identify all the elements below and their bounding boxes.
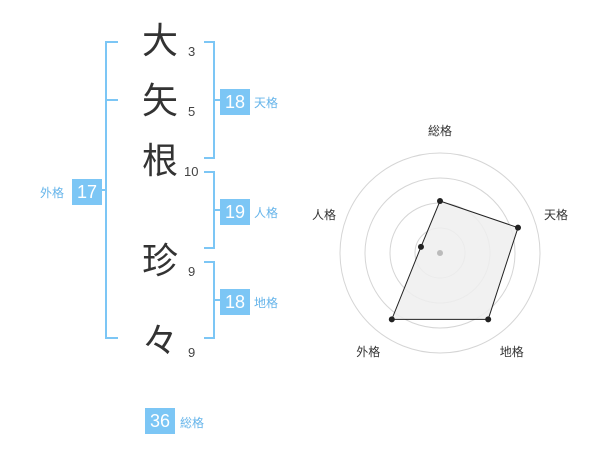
radar-point-3 (485, 316, 492, 323)
gaikaku-badge: 17 (72, 179, 102, 205)
radar-axis-label-2: 天格 (544, 208, 569, 223)
radar-point-1 (437, 198, 443, 204)
stroke-count-2: 5 (188, 104, 196, 119)
stroke-count-1: 3 (188, 44, 196, 59)
radar-point-5 (417, 243, 424, 250)
tenkaku-badge: 18 (220, 89, 250, 115)
chikaku-label: 地格 (254, 296, 279, 310)
gaikaku-label: 外格 (40, 186, 65, 200)
chikaku-bracket (204, 261, 220, 339)
name-char-5: 々 (141, 321, 178, 362)
radar-value-polygon (391, 200, 519, 320)
radar-point-4 (388, 316, 395, 323)
stroke-count-3: 10 (184, 164, 199, 179)
tenkaku-label: 天格 (254, 96, 279, 110)
name-char-4: 珍 (141, 241, 178, 282)
name-char-1: 大 (141, 21, 178, 62)
stroke-count-5: 9 (188, 345, 196, 360)
radar-axis-label-4: 外格 (356, 344, 381, 359)
radar-axis-label-3: 地格 (499, 344, 524, 359)
name-char-3: 根 (141, 141, 178, 182)
jinkaku-badge: 19 (220, 199, 250, 225)
radar-ring-4 (339, 152, 541, 354)
jinkaku-label: 人格 (254, 206, 279, 220)
radar-ring-3 (364, 177, 516, 329)
radar-point-2 (514, 224, 521, 231)
tenkaku-bracket (204, 41, 220, 159)
name-char-2: 矢 (141, 81, 178, 122)
radar-axis-label-1: 総格 (428, 124, 453, 138)
soukaku-label: 総格 (180, 416, 205, 430)
radar-center-dot (437, 250, 443, 256)
chikaku-badge: 18 (220, 289, 250, 315)
stroke-count-4: 9 (188, 264, 196, 279)
jinkaku-bracket (204, 171, 220, 249)
soukaku-badge: 36 (145, 408, 175, 434)
radar-axis-label-5: 人格 (311, 208, 336, 223)
